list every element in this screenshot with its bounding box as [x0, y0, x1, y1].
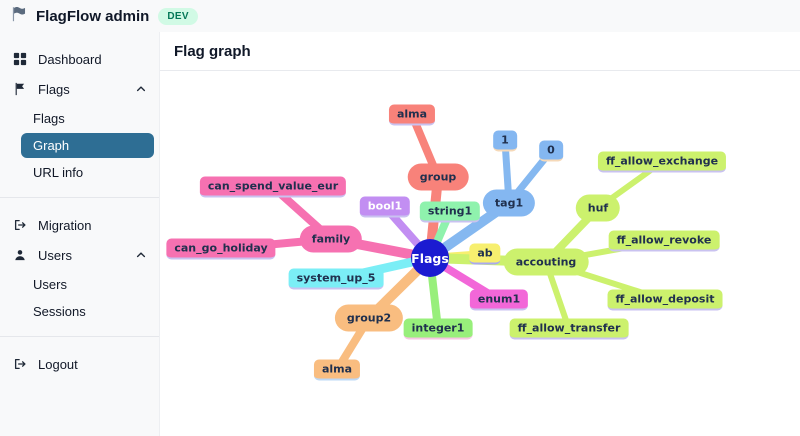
sidebar-item-users[interactable]: Users: [21, 272, 154, 297]
sidebar-item-label: URL info: [33, 165, 84, 180]
graph-node-can_go_holiday[interactable]: can_go_holiday: [166, 238, 276, 260]
sidebar-item-logout[interactable]: Logout: [0, 349, 159, 379]
grid-icon: [12, 52, 27, 66]
sidebar-item-label: Flags: [33, 111, 65, 126]
flag-logo-icon: [10, 5, 28, 28]
main-header: Flag graph: [160, 32, 800, 71]
chevron-up-icon: [135, 249, 147, 261]
graph-node-ff_allow_deposit[interactable]: ff_allow_deposit: [607, 289, 723, 311]
sidebar-item-users[interactable]: Users: [0, 240, 159, 270]
env-badge: DEV: [158, 7, 198, 25]
flag-icon: [12, 82, 27, 96]
chevron-up-icon: [135, 83, 147, 95]
page-title: Flag graph: [174, 43, 251, 60]
graph-node-string1[interactable]: string1: [419, 201, 481, 223]
graph-node-system_up_5[interactable]: system_up_5: [288, 268, 384, 290]
graph-node-enum1[interactable]: enum1: [469, 289, 529, 311]
sidebar-item-label: Dashboard: [38, 51, 102, 67]
sidebar-item-flags[interactable]: Flags: [0, 74, 159, 104]
sidebar-item-label: Users: [38, 247, 72, 263]
graph-node-group[interactable]: group: [407, 163, 469, 191]
sidebar-item-label: Users: [33, 277, 67, 292]
sidebar-item-label: Logout: [38, 356, 78, 372]
user-icon: [12, 248, 27, 262]
sidebar-divider: [0, 197, 159, 198]
graph-node-accouting[interactable]: accouting: [503, 248, 589, 276]
sidebar-item-graph[interactable]: Graph: [21, 133, 154, 158]
logout-icon: [12, 357, 27, 371]
app-title: FlagFlow admin: [36, 7, 150, 25]
sidebar-item-label: Graph: [33, 138, 70, 153]
graph-node-huf[interactable]: huf: [575, 194, 621, 222]
sidebar-item-label: Migration: [38, 217, 92, 233]
graph-node-flags[interactable]: Flags: [411, 239, 449, 277]
sidebar-item-dashboard[interactable]: Dashboard: [0, 44, 159, 74]
graph-node-ff_allow_revoke[interactable]: ff_allow_revoke: [608, 230, 720, 252]
graph-node-tag1[interactable]: tag1: [482, 189, 536, 217]
sidebar-item-url-info[interactable]: URL info: [21, 160, 154, 185]
sidebar-item-label: Sessions: [33, 304, 86, 319]
sidebar-item-flags[interactable]: Flags: [21, 106, 154, 131]
sidebar-divider: [0, 336, 159, 337]
graph-node-bool1[interactable]: bool1: [359, 196, 411, 218]
graph-node-ab[interactable]: ab: [469, 243, 501, 265]
graph-node-family[interactable]: family: [299, 225, 363, 253]
sidebar-item-label: Flags: [38, 81, 70, 97]
graph-node-ff_allow_transfer[interactable]: ff_allow_transfer: [509, 318, 629, 340]
graph-node-can_spend_value_eur[interactable]: can_spend_value_eur: [199, 176, 347, 198]
sidebar-item-sessions[interactable]: Sessions: [21, 299, 154, 324]
sidebar-item-migration[interactable]: Migration: [0, 210, 159, 240]
graph-node-alma_orange[interactable]: alma: [313, 359, 361, 381]
migration-icon: [12, 218, 27, 232]
graph-node-integer1[interactable]: integer1: [403, 318, 473, 340]
brand[interactable]: FlagFlow admin: [10, 5, 149, 28]
graph-node-zero[interactable]: 0: [539, 140, 563, 162]
app-header: FlagFlow admin DEV: [0, 0, 800, 32]
graph-node-one[interactable]: 1: [493, 130, 517, 152]
graph-node-alma_red[interactable]: alma: [388, 104, 436, 126]
graph-node-ff_allow_exchange[interactable]: ff_allow_exchange: [597, 151, 727, 173]
graph-node-group2[interactable]: group2: [334, 304, 404, 332]
